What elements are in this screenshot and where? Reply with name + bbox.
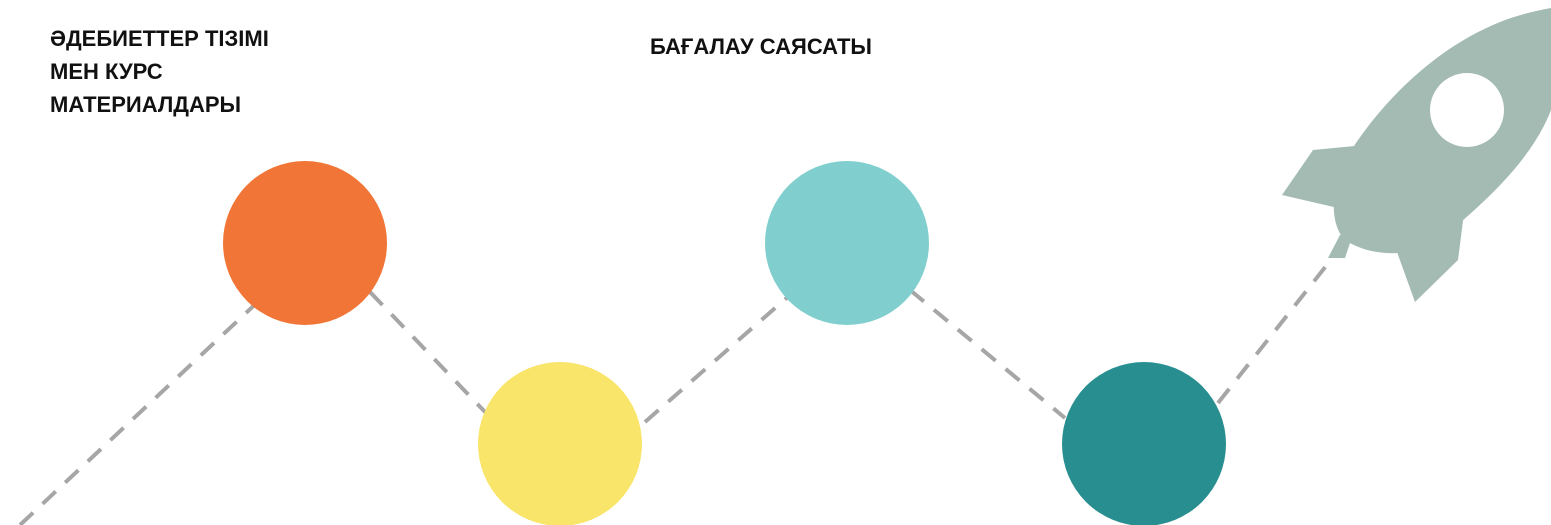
node-yellow <box>478 362 642 525</box>
grading-policy-label: БАҒАЛАУ САЯСАТЫ <box>650 34 872 59</box>
literature-materials-label: ӘДЕБИЕТТЕР ТІЗІМІ МЕН КУРС МАТЕРИАЛДАРЫ <box>50 22 269 121</box>
connector-start <box>18 295 265 525</box>
connector-yellow-lightteal <box>643 293 792 424</box>
connector-darkteal-rocket <box>1216 240 1347 405</box>
connector-lightteal-darkteal <box>908 288 1067 420</box>
node-orange <box>223 161 387 325</box>
connector-orange-yellow <box>368 290 489 416</box>
node-light-teal <box>765 161 929 325</box>
label-line-2: МЕН КУРС <box>50 59 163 84</box>
rocket-icon <box>1282 8 1551 302</box>
label-line-3: МАТЕРИАЛДАРЫ <box>50 92 242 117</box>
label-line-1: ӘДЕБИЕТТЕР ТІЗІМІ <box>50 26 269 51</box>
node-dark-teal <box>1062 362 1226 525</box>
